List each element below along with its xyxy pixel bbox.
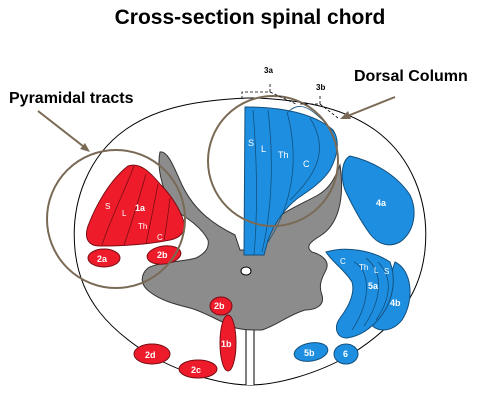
dorsal-column-divider-2 <box>261 109 272 253</box>
pyramidal-arrow-line <box>37 110 89 151</box>
pyramidal-highlight-circle <box>46 149 186 289</box>
label-2b-left: 2b <box>157 250 168 260</box>
label-6: 6 <box>343 349 348 359</box>
tract-1b <box>219 314 237 372</box>
pyramidal-divider-3 <box>145 183 159 245</box>
pyramidal-tracts-label: Pyramidal tracts <box>9 90 134 107</box>
tract-2d <box>133 343 171 365</box>
tract-2b-mid <box>209 296 233 316</box>
dorsal-highlight-circle <box>207 95 339 227</box>
label-dc-c: C <box>303 159 310 169</box>
bracket-3a <box>241 84 297 105</box>
dorsal-column-divider-3 <box>267 111 294 243</box>
label-dc-s: S <box>248 138 254 148</box>
label-2a: 2a <box>97 254 108 264</box>
dorsal-column-divider-1 <box>252 109 257 256</box>
pyramidal-arrow-head <box>80 143 90 152</box>
dorsal-column-divider-4 <box>289 117 320 201</box>
label-p-c: C <box>157 233 163 242</box>
pyramidal-divider-2 <box>123 173 147 246</box>
diagram-title: Cross-section spinal chord <box>114 6 386 29</box>
label-3a: 3a <box>264 66 273 75</box>
label-p-l: L <box>122 209 127 218</box>
tract-6 <box>333 343 359 365</box>
label-sp-c: C <box>340 257 346 266</box>
dorsal-column <box>243 106 338 256</box>
label-2d: 2d <box>145 350 156 360</box>
label-dc-l: L <box>261 144 266 154</box>
label-sp-l: L <box>374 266 379 275</box>
spinothalamic-divider-3 <box>375 261 389 321</box>
tract-2c <box>178 359 218 379</box>
bracket-3b <box>300 96 339 119</box>
label-p-1a: 1a <box>135 203 146 213</box>
label-3b: 3b <box>316 83 325 92</box>
dorsal-arrow-head <box>340 111 351 119</box>
label-2c: 2c <box>191 365 201 375</box>
label-p-th: Th <box>138 222 147 231</box>
spinothalamic-divider-1 <box>351 261 367 331</box>
spinothalamic-divider-2 <box>363 257 379 327</box>
dorsal-arrow-line <box>344 96 396 118</box>
label-4a: 4a <box>376 198 387 208</box>
tract-2a <box>87 248 121 268</box>
label-p-s: S <box>105 202 110 211</box>
dorsal-column-label: Dorsal Column <box>354 68 468 85</box>
dorsal-column-divider-5 <box>287 106 335 133</box>
label-sp-s: S <box>384 267 389 276</box>
label-5a: 5a <box>368 281 379 291</box>
label-1b: 1b <box>221 339 232 349</box>
pyramidal-divider-4 <box>163 197 171 241</box>
label-4b: 4b <box>390 298 401 308</box>
label-dc-th: Th <box>278 150 289 160</box>
pyramidal-divider-1 <box>101 165 135 246</box>
tract-4a <box>341 155 415 246</box>
tract-5b <box>293 342 329 362</box>
central-canal <box>240 266 252 276</box>
lateral-pyramidal-tract <box>86 164 185 247</box>
label-2b-mid: 2b <box>214 301 225 311</box>
label-sp-th: Th <box>359 263 368 272</box>
gray-matter <box>141 151 343 331</box>
label-5b: 5b <box>304 348 315 358</box>
